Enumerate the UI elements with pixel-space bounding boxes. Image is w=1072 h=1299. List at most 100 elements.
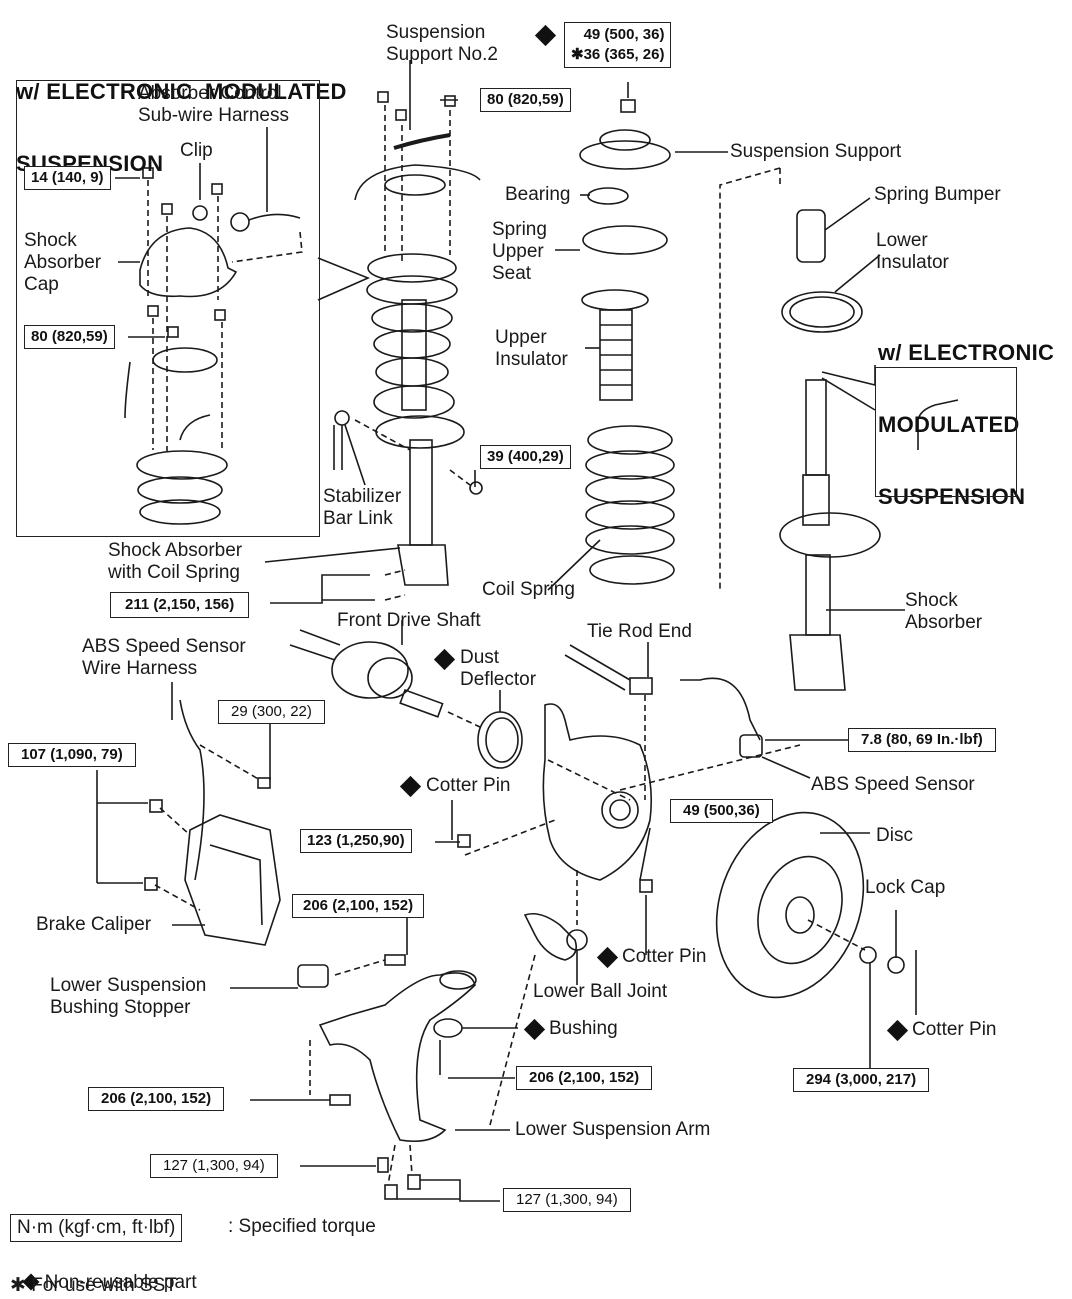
label-suspension-support-no2: Suspension Support No.2 — [386, 22, 498, 65]
brake-disc — [715, 811, 865, 999]
label-disc: Disc — [876, 825, 913, 846]
torque-127-b: 127 (1,300, 94) — [503, 1188, 631, 1212]
label-shock-absorber: Shock Absorber — [905, 590, 983, 633]
label-cotter-pin-3: Cotter Pin — [912, 1019, 997, 1040]
label-coil-spring: Coil Spring — [482, 579, 575, 600]
suspension-support — [579, 140, 671, 170]
label-abs-wire-harness: ABS Speed Sensor Wire Harness — [82, 636, 246, 679]
torque-80-top: 80 (820,59) — [480, 88, 571, 112]
torque-7-8: 7.8 (80, 69 In.·lbf) — [848, 728, 996, 752]
label-lower-suspension-bushing-stopper: Lower Suspension Bushing Stopper — [50, 975, 207, 1018]
label-shock-absorber-with-coil-spring: Shock Absorber with Coil Spring — [108, 540, 243, 583]
strut-assembly — [354, 164, 481, 586]
label-brake-caliper: Brake Caliper — [36, 914, 152, 935]
label-abs-speed-sensor: ABS Speed Sensor — [811, 774, 975, 795]
label-upper-insulator: Upper Insulator — [495, 327, 568, 370]
brake-caliper — [179, 699, 281, 946]
spring-bumper — [796, 209, 826, 263]
legend-torque-unit-box: N·m (kgf·cm, ft·lbf) — [10, 1214, 183, 1242]
label-front-drive-shaft: Front Drive Shaft — [337, 610, 481, 631]
label-suspension-support: Suspension Support — [730, 141, 902, 162]
torque-294: 294 (3,000, 217) — [793, 1068, 930, 1092]
steering-knuckle — [542, 703, 653, 881]
label-absorber-control-harness: Absorber Control Sub-wire Harness — [138, 83, 289, 126]
lower-insulator — [781, 291, 863, 333]
header-line-2: MODULATED — [878, 412, 1020, 437]
harness-bolt — [257, 777, 271, 789]
tie-rod-end — [629, 677, 653, 695]
torque-127-a: 127 (1,300, 94) — [150, 1154, 278, 1178]
label-spring-bumper: Spring Bumper — [874, 184, 1001, 205]
torque-29: 29 (300, 22) — [218, 700, 325, 724]
label-lower-ball-joint: Lower Ball Joint — [533, 981, 668, 1002]
inset-header-right: w/ ELECTRONIC MODULATED SUSPENSION — [878, 293, 1054, 533]
label-clip: Clip — [180, 140, 213, 161]
label-cotter-pin-1: Cotter Pin — [426, 775, 511, 796]
label-lock-cap: Lock Cap — [865, 877, 946, 898]
torque-14: 14 (140, 9) — [24, 166, 111, 190]
inset-dashed-lines — [147, 180, 303, 455]
header-line-1: w/ ELECTRONIC MODULATED — [16, 79, 347, 104]
shock-absorber — [779, 379, 905, 691]
nut — [407, 1174, 421, 1190]
torque-49: 49 (500,36) — [670, 799, 773, 823]
legend-non-reusable: Non-reusable part — [10, 1250, 197, 1294]
lower-suspension-arm — [318, 970, 477, 1143]
harness-connector — [230, 212, 250, 232]
torque-80-inset: 80 (820,59) — [24, 325, 115, 349]
stabilizer-link-end — [334, 410, 350, 426]
torque-107: 107 (1,090, 79) — [8, 743, 136, 767]
label-lower-suspension-arm: Lower Suspension Arm — [515, 1119, 711, 1140]
legend-torque-unit-desc: : Specified torque — [228, 1216, 376, 1237]
torque-206-a: 206 (2,100, 152) — [292, 894, 425, 918]
caliper-bolt — [144, 877, 158, 891]
torque-39: 39 (400,29) — [480, 445, 571, 469]
torque-206-c: 206 (2,100, 152) — [88, 1087, 225, 1111]
label-bushing: Bushing — [549, 1018, 618, 1039]
castle-nut-123 — [457, 834, 471, 848]
top-nuts — [377, 91, 636, 121]
abs-sensor-wire — [680, 677, 761, 741]
caliper-bolt — [149, 799, 163, 813]
hub-nut — [859, 946, 877, 964]
dust-deflector — [477, 711, 523, 769]
label-tie-rod-end: Tie Rod End — [587, 621, 692, 642]
label-stabilizer-bar-link: Stabilizer Bar Link — [323, 486, 402, 529]
bushing-stopper — [297, 964, 329, 988]
bearing — [587, 187, 629, 205]
torque-211: 211 (2,150, 156) — [110, 592, 250, 618]
upper-insulator — [581, 289, 649, 401]
coil-spring — [585, 425, 675, 585]
nut — [384, 1184, 398, 1200]
label-cotter-pin-2: Cotter Pin — [622, 946, 707, 967]
spring-upper-seat — [582, 225, 668, 255]
castle-nut — [639, 879, 653, 893]
shock-absorber-cap — [139, 227, 238, 298]
torque-49-sst: 49 (500, 36) ✱36 (365, 26) — [564, 22, 672, 68]
inset-connector-line — [317, 257, 371, 301]
header-line-1: w/ ELECTRONIC — [878, 340, 1055, 365]
lower-ball-joint — [523, 912, 578, 961]
harness-wire — [248, 213, 301, 221]
label-lower-insulator: Lower Insulator — [876, 230, 949, 273]
inset-frame-left — [16, 80, 320, 537]
legend-non-reusable-text: Non-reusable part — [44, 1272, 197, 1293]
bolt — [377, 1157, 389, 1173]
torque-123: 123 (1,250,90) — [300, 829, 412, 853]
torque-206-b: 206 (2,100, 152) — [516, 1066, 653, 1090]
bushing — [433, 1018, 463, 1038]
inset-header-left: w/ ELECTRONIC MODULATED SUSPENSION — [16, 32, 347, 200]
label-spring-upper-seat: Spring Upper Seat — [492, 219, 547, 284]
lock-cap — [887, 956, 905, 974]
clip — [192, 205, 208, 221]
label-shock-absorber-cap: Shock Absorber Cap — [24, 230, 102, 295]
front-drive-shaft — [289, 629, 444, 718]
bolt — [384, 954, 406, 966]
inset-frame-right — [875, 367, 1017, 497]
legend-sst: ✱ For use with SST — [10, 1275, 177, 1296]
label-dust-deflector: Dust Deflector — [460, 647, 537, 690]
label-bearing: Bearing — [505, 184, 571, 205]
inset-nuts — [142, 167, 226, 338]
bolt — [329, 1094, 351, 1106]
